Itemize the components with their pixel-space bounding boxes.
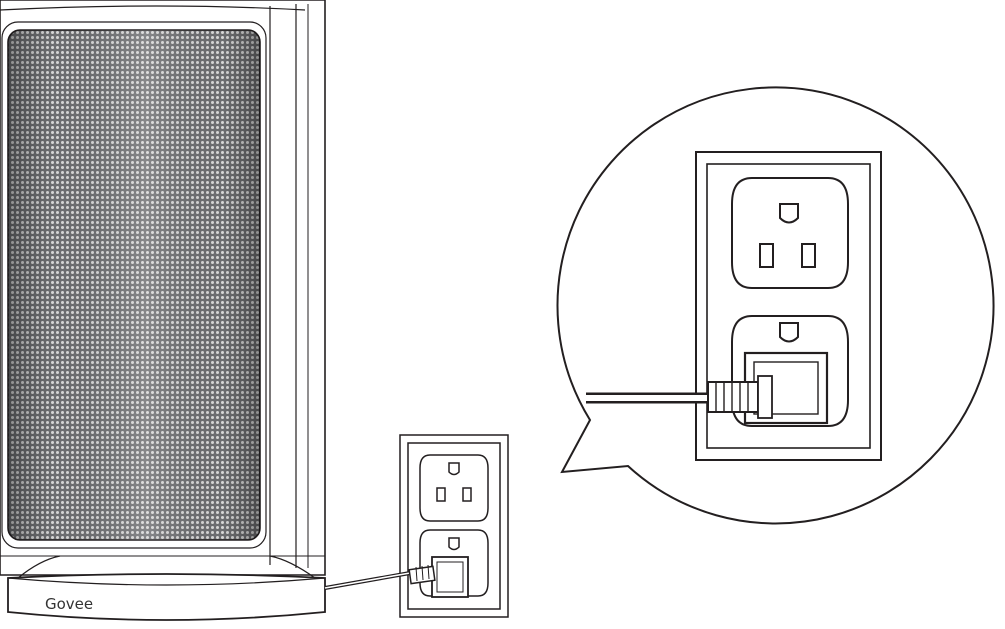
wall-outlet-large (695, 151, 882, 461)
receptacle-upper-large (731, 177, 849, 289)
heater-top-rim (0, 5, 306, 11)
power-cord-large (586, 375, 773, 419)
wall-outlet-small (399, 434, 509, 618)
magnified-callout (556, 86, 995, 525)
heater-base (7, 573, 326, 621)
power-cord-small (324, 564, 436, 590)
receptacle-upper (419, 454, 489, 522)
space-heater: Govee (0, 0, 326, 621)
brand-logo: Govee (45, 595, 93, 613)
